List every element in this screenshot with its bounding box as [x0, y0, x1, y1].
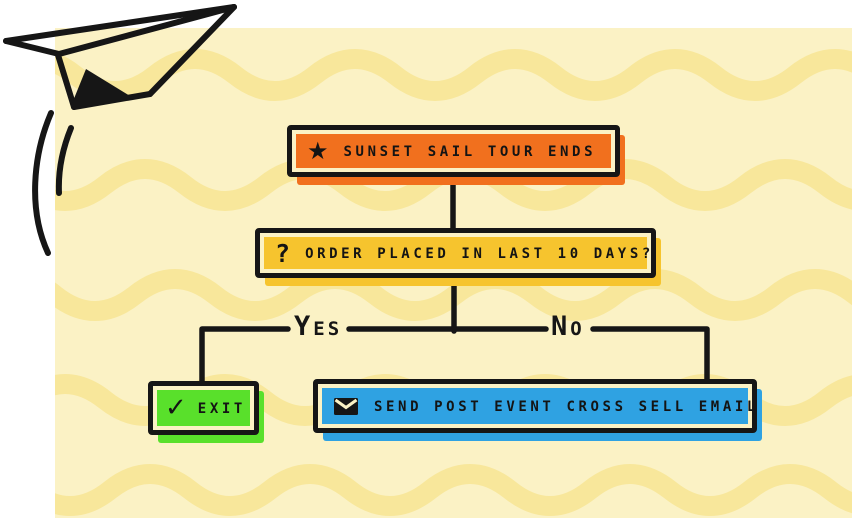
node-send-cross-sell-email: SEND POST EVENT CROSS SELL EMAIL [313, 379, 762, 441]
branch-label-yes: Yes [294, 311, 343, 342]
checkmark-icon: ✓ [165, 393, 187, 423]
star-icon: ★ [307, 137, 329, 165]
node-sunset-sail-tour-ends: ★ SUNSET SAIL TOUR ENDS [287, 125, 625, 185]
node-label: EXIT [197, 401, 246, 417]
node-frame: ★ SUNSET SAIL TOUR ENDS [287, 125, 620, 177]
node-frame: SEND POST EVENT CROSS SELL EMAIL [313, 379, 757, 433]
node-frame: ? ORDER PLACED IN LAST 10 DAYS? [255, 228, 656, 278]
branch-label-no: No [551, 311, 585, 342]
swoosh-icon [32, 110, 74, 256]
paper-plane-icon [3, 4, 237, 256]
node-order-placed-decision: ? ORDER PLACED IN LAST 10 DAYS? [255, 228, 661, 286]
node-frame: ✓ EXIT [148, 381, 259, 435]
node-exit: ✓ EXIT [148, 381, 264, 443]
node-label: SEND POST EVENT CROSS SELL EMAIL [374, 399, 759, 415]
node-label: SUNSET SAIL TOUR ENDS [343, 144, 597, 160]
envelope-icon [333, 397, 359, 416]
plane-fold-shadow [71, 69, 130, 106]
node-label: ORDER PLACED IN LAST 10 DAYS? [305, 246, 654, 262]
question-mark-icon: ? [275, 238, 291, 268]
